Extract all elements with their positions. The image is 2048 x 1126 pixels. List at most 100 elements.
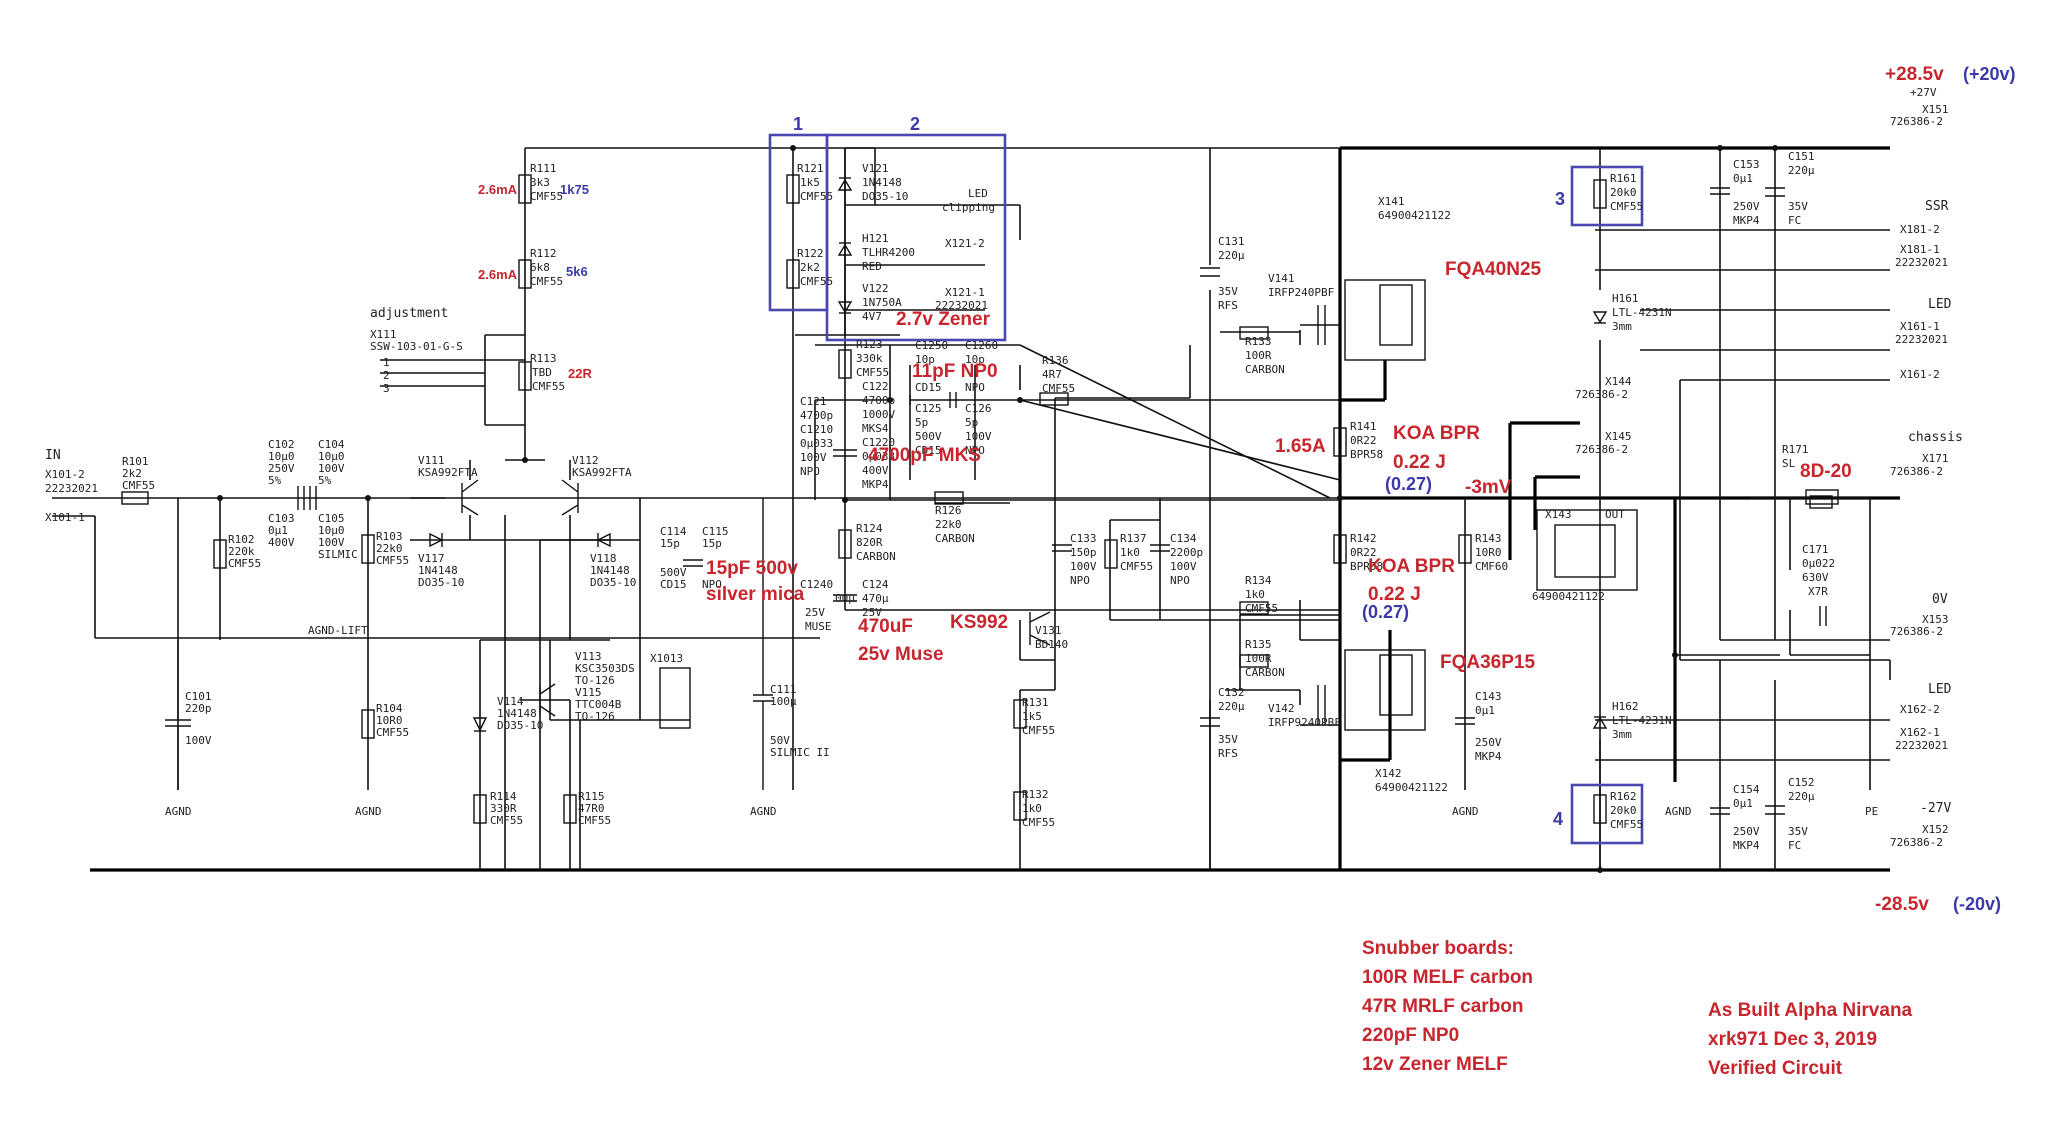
part-label: 4R7 xyxy=(1042,368,1062,381)
part-label: MKP4 xyxy=(1733,214,1760,227)
part-label: CMF55 xyxy=(122,479,155,492)
part-label: C126 xyxy=(965,402,992,415)
part-label: 20k0 xyxy=(1610,804,1637,817)
conn-label: X101-2 xyxy=(45,468,85,481)
conn-label: X101-1 xyxy=(45,511,85,524)
part-label: R126 xyxy=(935,504,962,517)
conn-label: 726386-2 xyxy=(1890,115,1943,128)
part-label: R103 xyxy=(376,530,403,543)
part-label: DO35-10 xyxy=(497,719,543,732)
part-label: 0µ1 xyxy=(1733,172,1753,185)
part-label: 10R0 xyxy=(1475,546,1502,559)
part-label: C122 xyxy=(862,380,889,393)
part-label: R104 xyxy=(376,702,403,715)
conn-label: X181-2 xyxy=(1900,223,1940,236)
part-label: 100V xyxy=(185,734,212,747)
part-label: CMF55 xyxy=(1245,602,1278,615)
box-number: 1 xyxy=(793,114,803,134)
part-labels: R101 2k2 CMF55 R102 220k CMF55 C101 220p… xyxy=(122,150,1835,852)
part-label: 100µ xyxy=(770,695,797,708)
part-label: LTL-4231N xyxy=(1612,306,1672,319)
conn-label: X111 xyxy=(370,328,397,341)
part-label: TBD xyxy=(532,366,552,379)
box-numbers: 1 2 3 4 xyxy=(793,114,1565,829)
part-label: NPO xyxy=(1070,574,1090,587)
part-label: C105 xyxy=(318,512,345,525)
part-label: V118 xyxy=(590,552,617,565)
pos-net-label: +27V xyxy=(1910,86,1937,99)
junctions xyxy=(217,145,1778,873)
annotation-koa2-j: 0.22 J xyxy=(1368,584,1421,605)
part-label: H162 xyxy=(1612,700,1639,713)
part-label: R133 xyxy=(1245,335,1272,348)
annotation-current: 1.65A xyxy=(1275,436,1326,457)
part-label: TO-126 xyxy=(575,710,615,723)
part-label: C153 xyxy=(1733,158,1760,171)
part-label: MUSE xyxy=(805,620,832,633)
part-label: R137 xyxy=(1120,532,1147,545)
part-label: 220k xyxy=(228,545,255,558)
part-label: 250V xyxy=(1733,200,1760,213)
part-label: 1N4148 xyxy=(418,564,458,577)
part-label: CMF55 xyxy=(1610,818,1643,831)
part-label: C131 xyxy=(1218,235,1245,248)
annotation-r113-value: 22R xyxy=(568,366,592,381)
part-label: R136 xyxy=(1042,354,1069,367)
part-label: R171 xyxy=(1782,443,1809,456)
part-label: 1k5 xyxy=(1022,710,1042,723)
part-label: R141 xyxy=(1350,420,1377,433)
part-label: TTC004B xyxy=(575,698,622,711)
part-label: C133 xyxy=(1070,532,1097,545)
part-label: C1250 xyxy=(915,339,948,352)
conn-label: 22232021 xyxy=(1895,256,1948,269)
part-label: 0µ022 xyxy=(1802,557,1835,570)
snubber-line: 12v Zener MELF xyxy=(1362,1054,1508,1075)
conn-label: LED xyxy=(1928,297,1952,312)
part-label: 2k2 xyxy=(122,467,142,480)
part-label: 470µ xyxy=(862,592,889,605)
highlight-boxes xyxy=(768,133,1644,845)
part-label: 6k8 xyxy=(530,261,550,274)
box-number: 4 xyxy=(1553,809,1563,829)
part-label: KSA992FTA xyxy=(418,466,478,479)
part-label: C154 xyxy=(1733,783,1760,796)
annotation-r112-current: 2.6mA xyxy=(478,267,518,282)
part-label: 100V xyxy=(1070,560,1097,573)
part-label: 22k0 xyxy=(376,542,403,555)
part-label: R124 xyxy=(856,522,883,535)
part-label: 0R22 xyxy=(1350,546,1377,559)
part-label: 15p xyxy=(660,537,680,550)
part-label: CMF55 xyxy=(228,557,261,570)
part-label: CMF55 xyxy=(376,554,409,567)
conn-label: SSW-103-01-G-S xyxy=(370,340,463,353)
pos-rail-label: +28.5v xyxy=(1885,64,1944,85)
part-label: C1210 xyxy=(800,423,833,436)
part-label: 64900421122 xyxy=(1375,781,1448,794)
part-label: CMF55 xyxy=(532,380,565,393)
conn-label: X143 xyxy=(1545,508,1572,521)
ground-label: AGND xyxy=(165,805,192,818)
part-label: 4V7 xyxy=(862,310,882,323)
neg-rail-label: -28.5v xyxy=(1875,894,1929,915)
part-label: C114 xyxy=(660,525,687,538)
annotation-muse-1: 470uF xyxy=(858,616,913,637)
part-label: KSA992FTA xyxy=(572,466,632,479)
annotation-mks: 4700pF MKS xyxy=(868,445,981,466)
annotation-fqa36: FQA36P15 xyxy=(1440,652,1535,673)
part-label: 10µ0 xyxy=(318,450,345,463)
power-rails xyxy=(90,146,1900,872)
part-label: 20k0 xyxy=(1610,186,1637,199)
part-label: R122 xyxy=(797,247,824,260)
conn-label: X181-1 xyxy=(1900,243,1940,256)
part-label: 0µ1 xyxy=(1733,797,1753,810)
conn-label: 726386-2 xyxy=(1890,465,1943,478)
part-label: CMF55 xyxy=(376,726,409,739)
conn-label: 22232021 xyxy=(45,482,98,495)
part-label: 100R xyxy=(1245,349,1272,362)
part-label: R135 xyxy=(1245,638,1272,651)
part-label: MKP4 xyxy=(1475,750,1502,763)
part-label: KSC3503DS xyxy=(575,662,635,675)
ground-label: PE xyxy=(1865,805,1878,818)
part-label: CD15 xyxy=(915,444,942,457)
conn-label: AGND-LIFT xyxy=(308,624,368,637)
